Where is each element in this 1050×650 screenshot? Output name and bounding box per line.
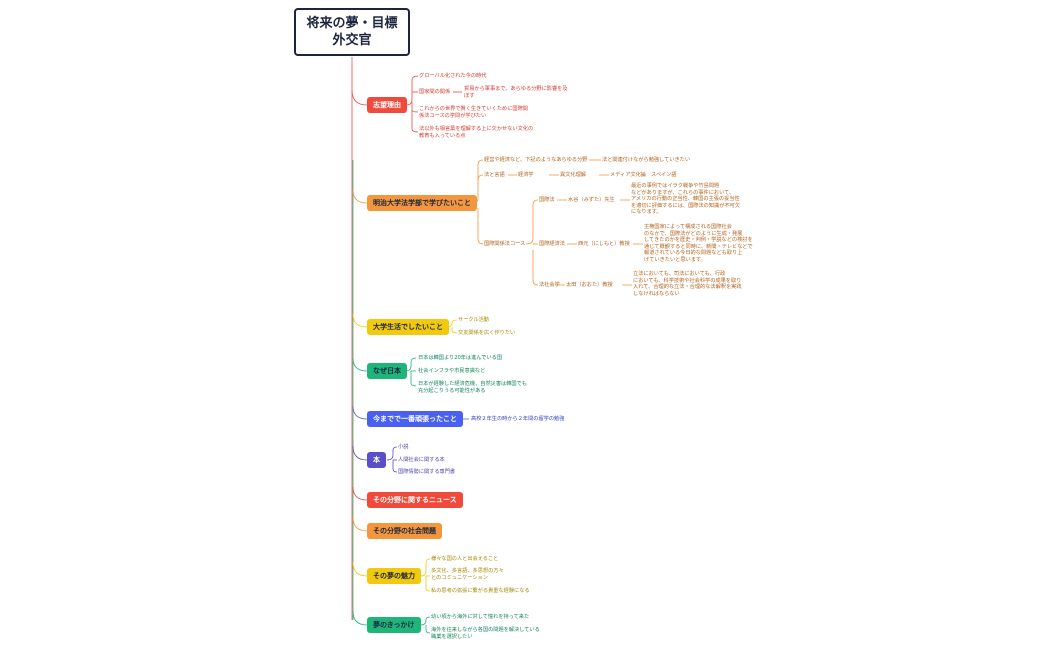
root-subtitle: 外交官 bbox=[332, 33, 372, 48]
leaf-intl-law: 国際法 bbox=[539, 197, 555, 203]
leaf-culture-education: 法以外も相言葉を理解する上に欠かせない文化の 教育も入っている点 bbox=[419, 126, 534, 139]
edge-b7 bbox=[352, 486, 368, 501]
leaf-law-language: 法と言語 bbox=[484, 172, 505, 178]
leaf-society-books: 人間社会に関する本 bbox=[398, 457, 445, 463]
branch-hardest-effort[interactable]: 今までで一番頑張ったこと bbox=[367, 411, 463, 427]
leaf-international-relations: 国家間の関係 bbox=[419, 89, 451, 95]
branch-campus-life[interactable]: 大学生活でしたいこと bbox=[367, 319, 449, 335]
edges-b6-children bbox=[386, 446, 398, 473]
branch-meiji-study[interactable]: 明治大学法学部で学びたいこと bbox=[367, 195, 477, 211]
leaf-intl-relations-course: 国際関係法コース bbox=[484, 241, 526, 247]
branch-reason[interactable]: 志望理由 bbox=[367, 97, 407, 113]
branch-why-japan[interactable]: なぜ日本 bbox=[367, 363, 407, 379]
leaf-valuable-experience: 私の思考の拡張に繋がる貴重な経験になる bbox=[431, 588, 530, 594]
leaf-nishimoto-desc: 主権国家によって構成される国際社会 のなかで、国際法がどのように生成・発展 して… bbox=[644, 224, 753, 263]
branch-trigger[interactable]: 夢のきっかけ bbox=[367, 617, 421, 633]
leaf-globalization: グローバル化された今の時代 bbox=[419, 73, 487, 79]
leaf-study-abroad: 高校２年生の時から２年間の留学の勉強 bbox=[471, 416, 565, 422]
edge-b8 bbox=[352, 516, 368, 532]
edge-b5 bbox=[352, 405, 368, 420]
leaf-meet-people: 様々な国の人と出会えること bbox=[431, 556, 499, 562]
leaf-fields: 経営や経済など、下記のようなあらゆる分野 bbox=[484, 157, 588, 163]
leaf-novels: 小説 bbox=[398, 444, 409, 450]
leaf-prof-mizuta: 水谷（みずた）先生 bbox=[568, 197, 615, 203]
root-node[interactable]: 将来の夢・目標 外交官 bbox=[294, 8, 410, 56]
leaf-career-choice: 海外を往来しながら各国の問題を解決している 職業を選択したい bbox=[431, 627, 540, 640]
leaf-media-culture: メディア文化論 bbox=[610, 172, 646, 178]
leaf-sociology-law: 法社会学 bbox=[539, 282, 560, 288]
edge-b10 bbox=[352, 610, 368, 626]
edge-b9 bbox=[352, 561, 368, 577]
leaf-prof-ota: 太田（おおた）教授 bbox=[566, 282, 613, 288]
leaf-course-wish: これからの世界で賢く生きていくために国際関 係法コースの学問が学びたい bbox=[419, 106, 528, 119]
edges-b10-children bbox=[420, 616, 431, 634]
leaf-club: サークル活動 bbox=[458, 317, 489, 323]
root-title: 将来の夢・目標 bbox=[306, 16, 398, 31]
branch-social-issues[interactable]: その分野の社会問題 bbox=[367, 523, 442, 539]
leaf-multicultural: 多文化、多言語、多思想の方々 とのコミュニケーション bbox=[431, 568, 504, 581]
edges-b2-children bbox=[472, 159, 643, 286]
edges-b1-children bbox=[405, 75, 462, 133]
leaf-friends: 交友関係を広く作りたい bbox=[458, 330, 516, 336]
branch-news[interactable]: その分野に関するニュース bbox=[367, 492, 463, 508]
leaf-economics: 経済学 bbox=[518, 172, 534, 178]
leaf-spanish: スペイン語 bbox=[651, 172, 677, 178]
leaf-study-with-law: 法と関連付けながら勉強していきたい bbox=[602, 157, 691, 163]
leaf-japan-ahead: 日本は韓国より20年は進んでいる国 bbox=[418, 355, 503, 361]
leaf-prof-nishimoto: 西元（にしもと）教授 bbox=[578, 241, 630, 247]
branch-attraction[interactable]: その夢の魅力 bbox=[367, 568, 421, 584]
leaf-crisis-experience: 日本が経験した経済危機、自然災害は韓国でも 充分起こりうる可能性がある bbox=[418, 381, 527, 394]
edges-b4-children bbox=[404, 357, 417, 387]
leaf-ota-desc: 立法においても、司法においても、行政 においても、科学技術や社会科学の成果を取り… bbox=[633, 271, 742, 297]
leaf-trade-military: 貿易から軍事まで、あらゆる分野に影響を及 ぼす bbox=[464, 86, 568, 99]
leaf-intercultural: 異文化理解 bbox=[560, 172, 586, 178]
edge-b6 bbox=[352, 445, 368, 461]
edge-b3 bbox=[352, 313, 368, 328]
edges-b9-children bbox=[420, 558, 431, 592]
leaf-longing-abroad: 幼い頃から海外に対して憧れを持って来た bbox=[431, 614, 530, 620]
leaf-intl-econ-law: 国際経済法 bbox=[539, 241, 565, 247]
edge-b2 bbox=[352, 189, 368, 204]
edge-b4 bbox=[352, 357, 368, 372]
leaf-intl-affairs-books: 国際情勢に関する専門書 bbox=[398, 469, 456, 475]
edge-b1 bbox=[351, 89, 368, 106]
leaf-mizuta-desc: 最近の事例ではイラク戦争や竹島問題 などがありますが、これらの事件において、 ア… bbox=[631, 183, 740, 216]
leaf-infrastructure: 社会インフラや市民意識など bbox=[418, 368, 486, 374]
branch-books[interactable]: 本 bbox=[367, 452, 386, 468]
